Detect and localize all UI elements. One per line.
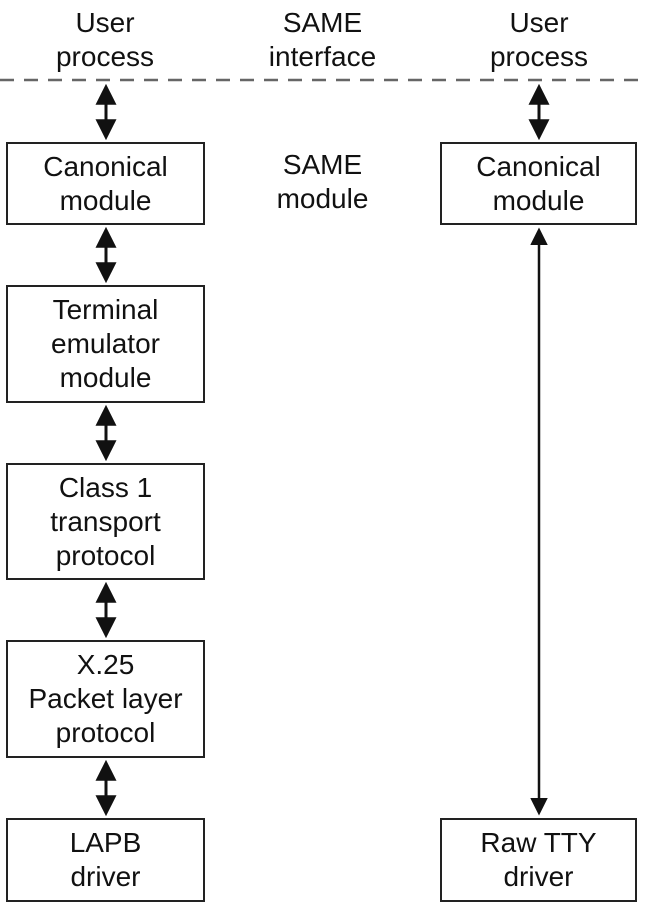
box-line: module xyxy=(492,184,585,216)
box-line: module xyxy=(59,362,152,393)
right-user-process-label: User process xyxy=(474,6,604,74)
box-line: driver xyxy=(70,861,141,892)
label-line: SAME xyxy=(282,7,363,38)
box-line: emulator xyxy=(51,328,160,359)
box-line: LAPB xyxy=(69,827,142,858)
label-line: process xyxy=(55,41,155,72)
label-line: interface xyxy=(268,41,377,72)
box-line: module xyxy=(59,184,152,216)
same-interface-label: SAME interface xyxy=(255,6,390,74)
box-line: Packet layer xyxy=(28,683,183,714)
label-line: module xyxy=(276,183,369,214)
label-line: SAME xyxy=(282,149,363,180)
x25-packet-layer-protocol-box: X.25 Packet layer protocol xyxy=(6,640,205,758)
box-line: Class 1 xyxy=(58,471,153,503)
raw-tty-driver-box: Raw TTY driver xyxy=(440,818,637,902)
box-line: Raw TTY xyxy=(480,827,597,858)
box-line: X.25 xyxy=(76,649,135,680)
box-line: Canonical xyxy=(43,150,168,182)
label-line: User xyxy=(75,7,135,38)
box-line: protocol xyxy=(55,717,156,748)
class1-transport-protocol-box: Class 1 transport protocol xyxy=(6,463,205,580)
box-line: Canonical xyxy=(476,150,601,182)
same-module-label: SAME module xyxy=(255,148,390,216)
label-line: User xyxy=(509,7,569,38)
lapb-driver-box: LAPB driver xyxy=(6,818,205,902)
canonical-module-box-left: Canonical module xyxy=(6,142,205,225)
box-line: driver xyxy=(503,861,574,892)
label-line: process xyxy=(489,41,589,72)
box-line: transport xyxy=(50,505,161,537)
box-line: protocol xyxy=(55,539,156,571)
terminal-emulator-module-box: Terminal emulator module xyxy=(6,285,205,403)
left-user-process-label: User process xyxy=(40,6,170,74)
canonical-module-box-right: Canonical module xyxy=(440,142,637,225)
box-line: Terminal xyxy=(52,294,159,325)
